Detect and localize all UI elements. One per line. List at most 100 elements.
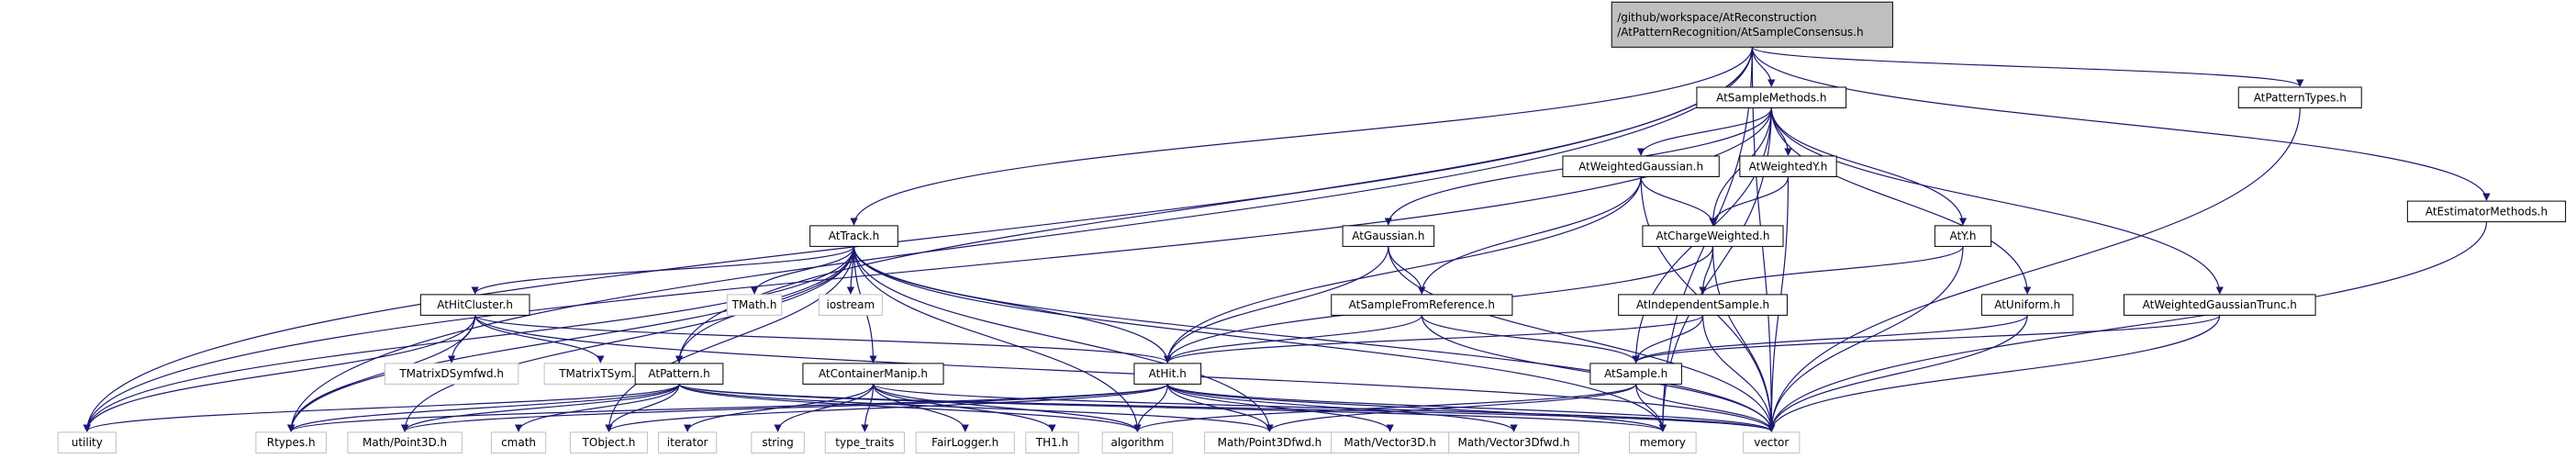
node-vector: vector [1743, 431, 1801, 453]
node-label-typeTraits: type_traits [835, 436, 894, 449]
edge-sample-to-memory [1635, 384, 1667, 432]
root-box [1611, 1, 1893, 48]
node-label-atY: AtY.h [1949, 230, 1976, 242]
node-label-vector: vector [1754, 436, 1789, 449]
edge-weightedY-to-chargeWeighted [1709, 176, 1790, 226]
edge-pattern-to-memory [678, 383, 1667, 432]
root-node[interactable]: /github/workspace/AtReconstruction/AtPat… [1611, 1, 1893, 48]
node-pattern[interactable]: AtPattern.h [634, 363, 724, 385]
root-label-line-2: /AtPatternRecognition/AtSampleConsensus.… [1617, 26, 1863, 39]
sample-box [1589, 363, 1682, 385]
edge-hit-to-vector [1166, 383, 1776, 432]
mathVector3Dfwd-box [1448, 431, 1579, 453]
edge-atY-to-vector [1768, 246, 1964, 432]
node-label-track: AtTrack.h [829, 230, 880, 242]
edge-containerManip-to-algorithm [872, 384, 1142, 432]
tmath-box [726, 294, 783, 316]
edge-independentSample-to-hit [1164, 314, 1704, 364]
edge-gaussian-to-vector [1388, 246, 1776, 432]
node-tmatrixDSymfwd: TMatrixDSymfwd.h [384, 363, 519, 385]
node-weightedGaussianTrunc[interactable]: AtWeightedGaussianTrunc.h [2123, 294, 2316, 316]
node-sampleFromReference[interactable]: AtSampleFromReference.h [1331, 294, 1513, 316]
weightedGaussianTrunc-box [2123, 294, 2316, 316]
edge-root-to-track [850, 47, 1753, 226]
node-hit[interactable]: AtHit.h [1133, 363, 1202, 385]
node-iterator: iterator [658, 431, 718, 453]
node-algorithm: algorithm [1101, 431, 1174, 453]
edge-root-to-rtypes [287, 47, 1753, 432]
node-mathVector3Dfwd: Math/Vector3Dfwd.h [1448, 431, 1579, 453]
node-chargeWeighted[interactable]: AtChargeWeighted.h [1642, 225, 1784, 247]
node-mathPoint3D: Math/Point3D.h [347, 431, 463, 453]
node-label-estimatorMethods: AtEstimatorMethods.h [2425, 205, 2548, 218]
edge-sampleMethods-to-weightedY [1770, 107, 1792, 156]
node-label-sampleMethods: AtSampleMethods.h [1716, 91, 1826, 104]
edge-containerManip-to-vector [872, 383, 1776, 432]
node-iostream: iostream [818, 294, 883, 316]
edge-track-to-hitCluster [471, 246, 855, 295]
node-weightedGaussian[interactable]: AtWeightedGaussian.h [1562, 155, 1720, 177]
edge-sample-to-mathPoint3Dfwd [1266, 384, 1637, 432]
edge-pattern-to-cmath [514, 384, 680, 432]
node-label-algorithm: algorithm [1110, 436, 1164, 449]
node-sampleMethods[interactable]: AtSampleMethods.h [1696, 86, 1847, 108]
edge-pattern-to-algorithm [678, 383, 1142, 432]
edge-uniform-to-vector [1768, 315, 2028, 432]
node-label-mathPoint3D: Math/Point3D.h [362, 436, 447, 449]
node-gaussian[interactable]: AtGaussian.h [1342, 225, 1435, 247]
estimatorMethods-box [2406, 200, 2567, 223]
edge-hitCluster-to-hit [474, 314, 1172, 364]
cmath-box [490, 431, 547, 453]
edge-gaussian-to-sampleFromReference [1388, 246, 1426, 295]
pattern-box [634, 363, 724, 385]
node-atY[interactable]: AtY.h [1934, 225, 1992, 247]
edge-hit-to-mathPoint3D [401, 383, 1168, 432]
edge-pattern-to-mathPoint3Dfwd [678, 383, 1274, 432]
node-label-hit: AtHit.h [1149, 367, 1187, 380]
hit-box [1133, 363, 1202, 385]
edge-gaussian-to-hit [1164, 246, 1389, 364]
edge-track-to-utility [83, 246, 855, 432]
node-label-cmath: cmath [501, 436, 536, 449]
node-estimatorMethods[interactable]: AtEstimatorMethods.h [2406, 200, 2567, 223]
hitCluster-box [419, 294, 530, 316]
edge-atY-to-independentSample [1699, 246, 1964, 295]
edge-sampleFromReference-to-hit [1164, 315, 1422, 364]
edge-hit-to-rtypes [287, 383, 1168, 432]
node-label-independentSample: AtIndependentSample.h [1636, 298, 1769, 311]
node-track[interactable]: AtTrack.h [809, 225, 898, 247]
node-string: string [751, 431, 805, 453]
edge-sample-to-algorithm [1133, 383, 1637, 432]
node-label-patternTypes: AtPatternTypes.h [2254, 91, 2347, 104]
node-label-tmatrixTSym: TMatrixTSym.h [558, 367, 641, 380]
node-sample[interactable]: AtSample.h [1589, 363, 1682, 385]
node-label-th1: TH1.h [1035, 436, 1068, 449]
node-patternTypes[interactable]: AtPatternTypes.h [2237, 86, 2362, 108]
iterator-box [658, 431, 718, 453]
node-tmath: TMath.h [726, 294, 783, 316]
node-label-uniform: AtUniform.h [1994, 298, 2060, 311]
weightedGaussian-box [1562, 155, 1720, 177]
edge-hit-to-memory [1166, 383, 1667, 432]
node-label-chargeWeighted: AtChargeWeighted.h [1656, 230, 1769, 242]
node-weightedY[interactable]: AtWeightedY.h [1739, 155, 1837, 177]
node-mathVector3D: Math/Vector3D.h [1331, 431, 1450, 453]
uniform-box [1980, 294, 2074, 316]
edge-sampleFromReference-to-sample [1421, 315, 1640, 364]
edge-hit-to-mathVector3D [1166, 384, 1394, 432]
node-independentSample[interactable]: AtIndependentSample.h [1618, 294, 1788, 316]
edge-weightedGaussianTrunc-to-vector [1768, 315, 2221, 432]
node-hitCluster[interactable]: AtHitCluster.h [419, 294, 530, 316]
gaussian-box [1342, 225, 1435, 247]
edge-patternTypes-to-vector [1768, 107, 2301, 432]
node-label-sample: AtSample.h [1604, 367, 1667, 380]
node-label-mathVector3D: Math/Vector3D.h [1344, 436, 1436, 449]
root-label-line-1: /github/workspace/AtReconstruction [1617, 11, 1816, 24]
edge-root-to-estimatorMethods [1751, 47, 2491, 201]
node-containerManip[interactable]: AtContainerManip.h [802, 363, 944, 385]
node-th1: TH1.h [1025, 431, 1079, 453]
node-uniform[interactable]: AtUniform.h [1980, 294, 2074, 316]
edge-pattern-to-mathPoint3D [400, 384, 680, 432]
th1-box [1025, 431, 1079, 453]
